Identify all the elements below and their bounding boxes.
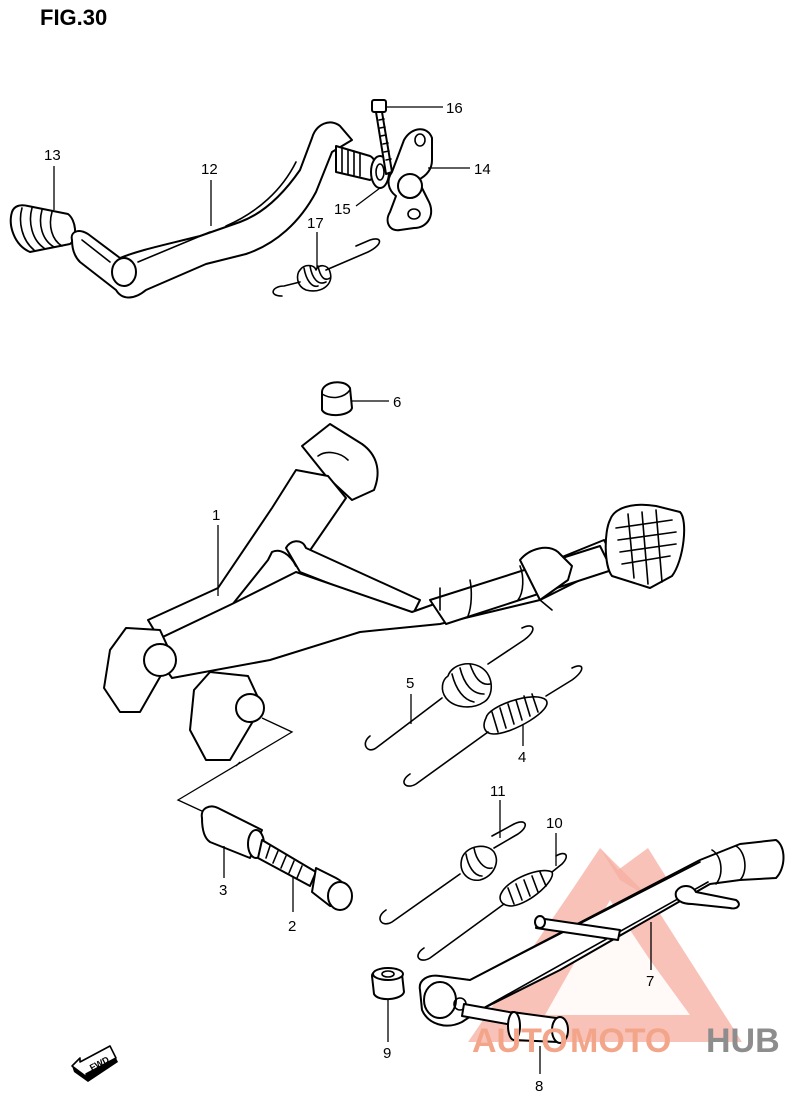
side-stand-assembly bbox=[371, 821, 785, 1044]
figure-title: FIG.30 bbox=[40, 5, 107, 30]
part-1-center-stand bbox=[103, 469, 686, 761]
callout-4: 4 bbox=[518, 749, 526, 766]
watermark-text: AUTO MOTO HUB bbox=[472, 1022, 780, 1060]
leader-lines bbox=[53, 106, 652, 1074]
part-12-gear-shift-lever bbox=[70, 121, 353, 299]
part-5-spring bbox=[364, 625, 534, 751]
callout-5: 5 bbox=[406, 675, 414, 692]
part-4-spring bbox=[403, 665, 583, 787]
part-6-stopper-rubber bbox=[321, 381, 353, 416]
part-14-shift-link-arm bbox=[386, 128, 433, 232]
callout-9: 9 bbox=[383, 1045, 391, 1062]
part-11-spring bbox=[379, 821, 526, 925]
watermark-part2: MOTO bbox=[570, 1022, 671, 1060]
callout-15: 15 bbox=[334, 201, 351, 218]
callout-17: 17 bbox=[307, 215, 324, 232]
part-16-bolt bbox=[371, 99, 393, 175]
callout-6: 6 bbox=[393, 394, 401, 411]
part-13-footpeg-rubber bbox=[9, 204, 76, 253]
callout-labels: 1 2 3 4 5 6 7 8 9 10 11 12 13 14 15 16 1… bbox=[44, 100, 654, 1095]
part-7-side-stand bbox=[418, 839, 785, 1027]
part-17-spring bbox=[272, 238, 381, 297]
part-2-pivot-bolt bbox=[257, 839, 353, 911]
callout-1: 1 bbox=[212, 507, 220, 524]
watermark-part1: AUTO bbox=[472, 1022, 568, 1060]
callout-13: 13 bbox=[44, 147, 61, 164]
callout-10: 10 bbox=[546, 815, 563, 832]
assembly-guide-line bbox=[176, 717, 294, 813]
callout-2: 2 bbox=[288, 918, 296, 935]
callout-14: 14 bbox=[474, 161, 491, 178]
center-stand-assembly bbox=[103, 381, 686, 911]
callout-3: 3 bbox=[219, 882, 227, 899]
part-10-spring bbox=[417, 852, 568, 961]
fwd-arrow-icon: FWD bbox=[71, 1045, 118, 1082]
callout-16: 16 bbox=[446, 100, 463, 117]
part-8-pivot-bolt bbox=[461, 1003, 569, 1044]
callout-11: 11 bbox=[490, 783, 506, 800]
callout-12: 12 bbox=[201, 161, 218, 178]
gear-shift-lever-assembly bbox=[9, 99, 433, 299]
part-9-nut bbox=[371, 967, 405, 1000]
callout-7: 7 bbox=[646, 973, 654, 990]
lever-spline-shaft bbox=[335, 145, 377, 181]
callout-8: 8 bbox=[535, 1078, 543, 1095]
part-3-pivot-collar bbox=[200, 805, 265, 859]
watermark-part3: HUB bbox=[706, 1022, 780, 1060]
